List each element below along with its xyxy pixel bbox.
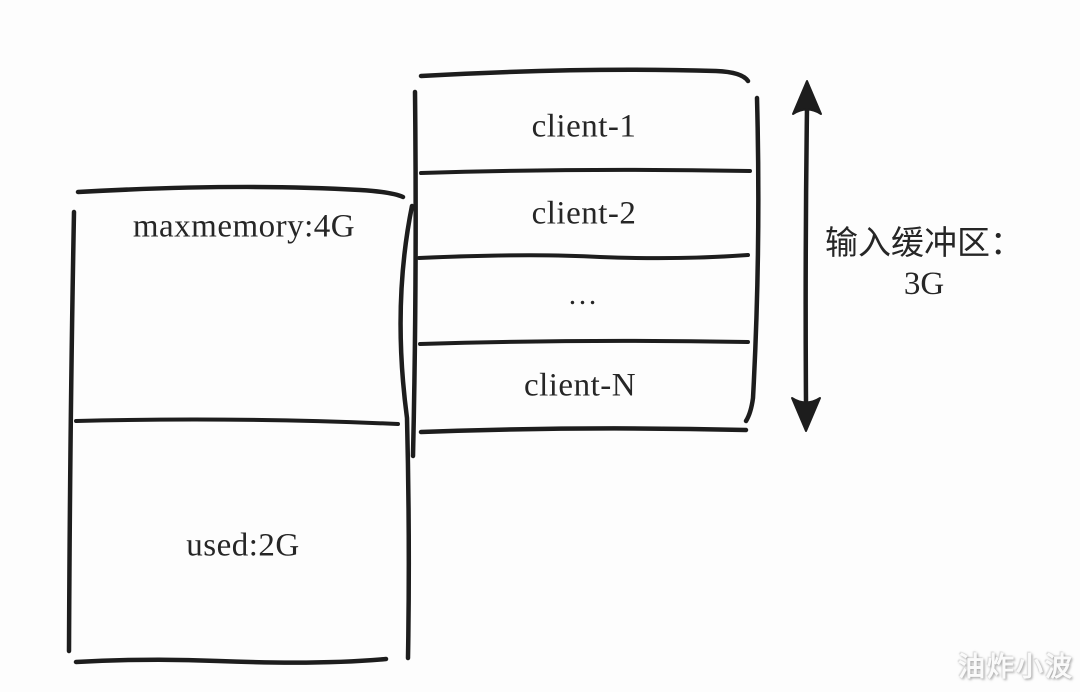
client-stack-outline [410, 67, 761, 459]
buffer-annotation: 输入缓冲区： 3G [825, 224, 1023, 304]
client-row-label-1: client-1 [531, 108, 637, 145]
buffer-height-arrow [791, 80, 822, 432]
client-row-label-2: client-2 [531, 195, 637, 232]
arrow-up-head [792, 80, 822, 115]
buffer-annotation-line2: 3G [903, 266, 945, 302]
buffer-annotation-line1: 输入缓冲区： [825, 226, 1023, 262]
used-label: used:2G [186, 527, 300, 564]
maxmemory-label: maxmemory:4G [132, 208, 356, 245]
memory-box-outline [66, 184, 415, 665]
arrow-down-head [791, 397, 821, 432]
client-row-label-ellipsis: … [567, 277, 601, 311]
watermark: 油炸小波 [958, 652, 1074, 682]
client-row-label-n: client-N [523, 367, 637, 404]
